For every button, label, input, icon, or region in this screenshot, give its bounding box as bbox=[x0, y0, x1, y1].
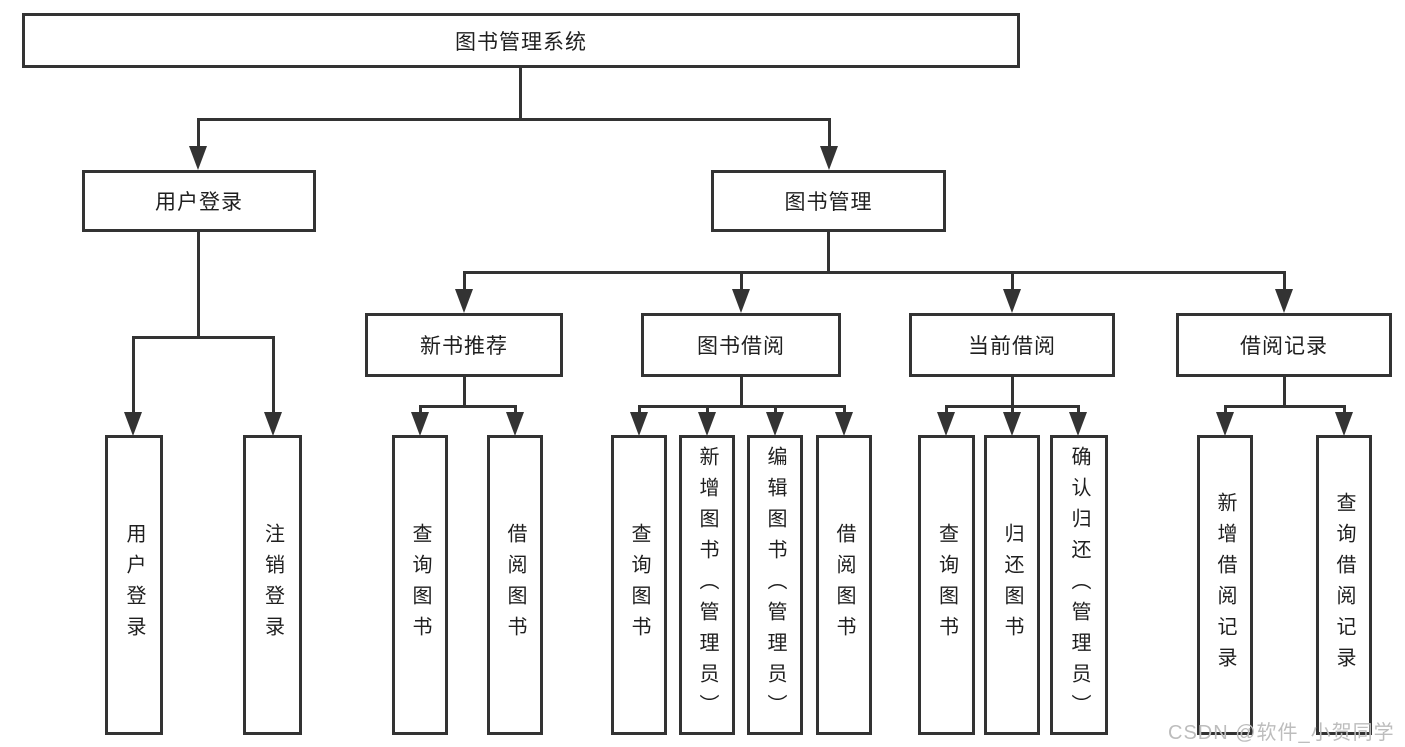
arrowhead bbox=[1003, 412, 1021, 436]
node-current-borrowing: 当前借阅 bbox=[909, 313, 1115, 377]
connector bbox=[514, 405, 517, 414]
arrowhead bbox=[766, 412, 784, 436]
arrowhead bbox=[835, 412, 853, 436]
connector bbox=[419, 405, 422, 414]
connector bbox=[1224, 405, 1227, 414]
arrowhead bbox=[820, 146, 838, 170]
connector bbox=[197, 118, 200, 150]
node-label: 查询图书 bbox=[628, 523, 650, 647]
connector bbox=[843, 405, 846, 414]
arrowhead bbox=[411, 412, 429, 436]
leaf-add-book-admin: 新增图书（管理员） bbox=[679, 435, 735, 735]
leaf-query-books-recommend: 查询图书 bbox=[392, 435, 448, 735]
connector bbox=[1077, 405, 1080, 414]
arrowhead bbox=[1003, 289, 1021, 313]
node-label: 归还图书 bbox=[1001, 523, 1023, 647]
arrowhead bbox=[698, 412, 716, 436]
leaf-logout: 注销登录 bbox=[243, 435, 302, 735]
node-label: 当前借阅 bbox=[968, 335, 1056, 358]
connector bbox=[1283, 377, 1286, 405]
leaf-add-borrow-record: 新增借阅记录 bbox=[1197, 435, 1253, 735]
node-user-login-branch: 用户登录 bbox=[82, 170, 316, 232]
connector bbox=[419, 405, 517, 408]
node-borrowing-records: 借阅记录 bbox=[1176, 313, 1392, 377]
node-label: 图书管理系统 bbox=[455, 30, 587, 54]
connector bbox=[706, 405, 709, 414]
connector bbox=[272, 336, 275, 414]
node-label: 新书推荐 bbox=[420, 335, 508, 358]
arrowhead bbox=[506, 412, 524, 436]
node-label: 借阅图书 bbox=[504, 523, 526, 647]
node-label: 图书管理 bbox=[784, 191, 873, 214]
connector bbox=[463, 377, 466, 405]
node-label: 新增借阅记录 bbox=[1214, 492, 1236, 678]
node-label: 查询借阅记录 bbox=[1333, 492, 1355, 678]
connector bbox=[132, 336, 275, 339]
connector bbox=[1011, 377, 1014, 405]
connector bbox=[463, 271, 1285, 274]
leaf-borrow-books-recommend: 借阅图书 bbox=[487, 435, 543, 735]
connector bbox=[828, 118, 831, 150]
connector bbox=[740, 271, 743, 291]
node-label: 查询图书 bbox=[935, 523, 958, 647]
leaf-query-books-current: 查询图书 bbox=[918, 435, 975, 735]
watermark: CSDN @软件_小贺同学 bbox=[1168, 722, 1395, 744]
leaf-query-borrow-record: 查询借阅记录 bbox=[1316, 435, 1372, 735]
arrowhead bbox=[630, 412, 648, 436]
arrowhead bbox=[1335, 412, 1353, 436]
leaf-user-login: 用户登录 bbox=[105, 435, 163, 735]
node-book-management-branch: 图书管理 bbox=[711, 170, 946, 232]
node-label: 借阅记录 bbox=[1240, 335, 1328, 358]
node-label: 编辑图书（管理员） bbox=[764, 445, 786, 725]
arrowhead bbox=[1275, 289, 1293, 313]
node-library-management-system: 图书管理系统 bbox=[22, 13, 1020, 68]
leaf-return-books: 归还图书 bbox=[984, 435, 1040, 735]
connector bbox=[774, 405, 777, 414]
node-label: 借阅图书 bbox=[833, 523, 855, 647]
node-label: 图书借阅 bbox=[697, 335, 785, 358]
arrowhead bbox=[189, 146, 207, 170]
connector bbox=[1011, 271, 1014, 291]
node-label: 用户登录 bbox=[123, 523, 145, 647]
leaf-borrow-books-borrowing: 借阅图书 bbox=[816, 435, 872, 735]
connector bbox=[740, 377, 743, 405]
connector bbox=[519, 68, 522, 118]
leaf-confirm-return-admin: 确认归还（管理员） bbox=[1050, 435, 1108, 735]
node-label: 注销登录 bbox=[261, 523, 284, 647]
node-label: 新增图书（管理员） bbox=[696, 445, 718, 725]
arrowhead bbox=[937, 412, 955, 436]
connector bbox=[463, 271, 466, 291]
arrowhead bbox=[732, 289, 750, 313]
node-book-borrowing: 图书借阅 bbox=[641, 313, 841, 377]
connector bbox=[638, 405, 641, 414]
node-new-book-recommendation: 新书推荐 bbox=[365, 313, 563, 377]
arrowhead bbox=[124, 412, 142, 436]
connector bbox=[197, 118, 831, 121]
connector bbox=[197, 232, 200, 336]
connector bbox=[827, 232, 830, 271]
arrowhead bbox=[1216, 412, 1234, 436]
connector bbox=[1011, 405, 1014, 414]
connector bbox=[1343, 405, 1346, 414]
arrowhead bbox=[455, 289, 473, 313]
connector bbox=[945, 405, 948, 414]
arrowhead bbox=[1069, 412, 1087, 436]
connector bbox=[1283, 271, 1286, 291]
connector bbox=[638, 405, 845, 408]
leaf-query-books-borrowing: 查询图书 bbox=[611, 435, 667, 735]
node-label: 用户登录 bbox=[155, 191, 243, 214]
connector bbox=[132, 336, 135, 414]
arrowhead bbox=[264, 412, 282, 436]
node-label: 查询图书 bbox=[409, 523, 431, 647]
leaf-edit-book-admin: 编辑图书（管理员） bbox=[747, 435, 803, 735]
node-label: 确认归还（管理员） bbox=[1068, 445, 1090, 725]
connector bbox=[1224, 405, 1345, 408]
